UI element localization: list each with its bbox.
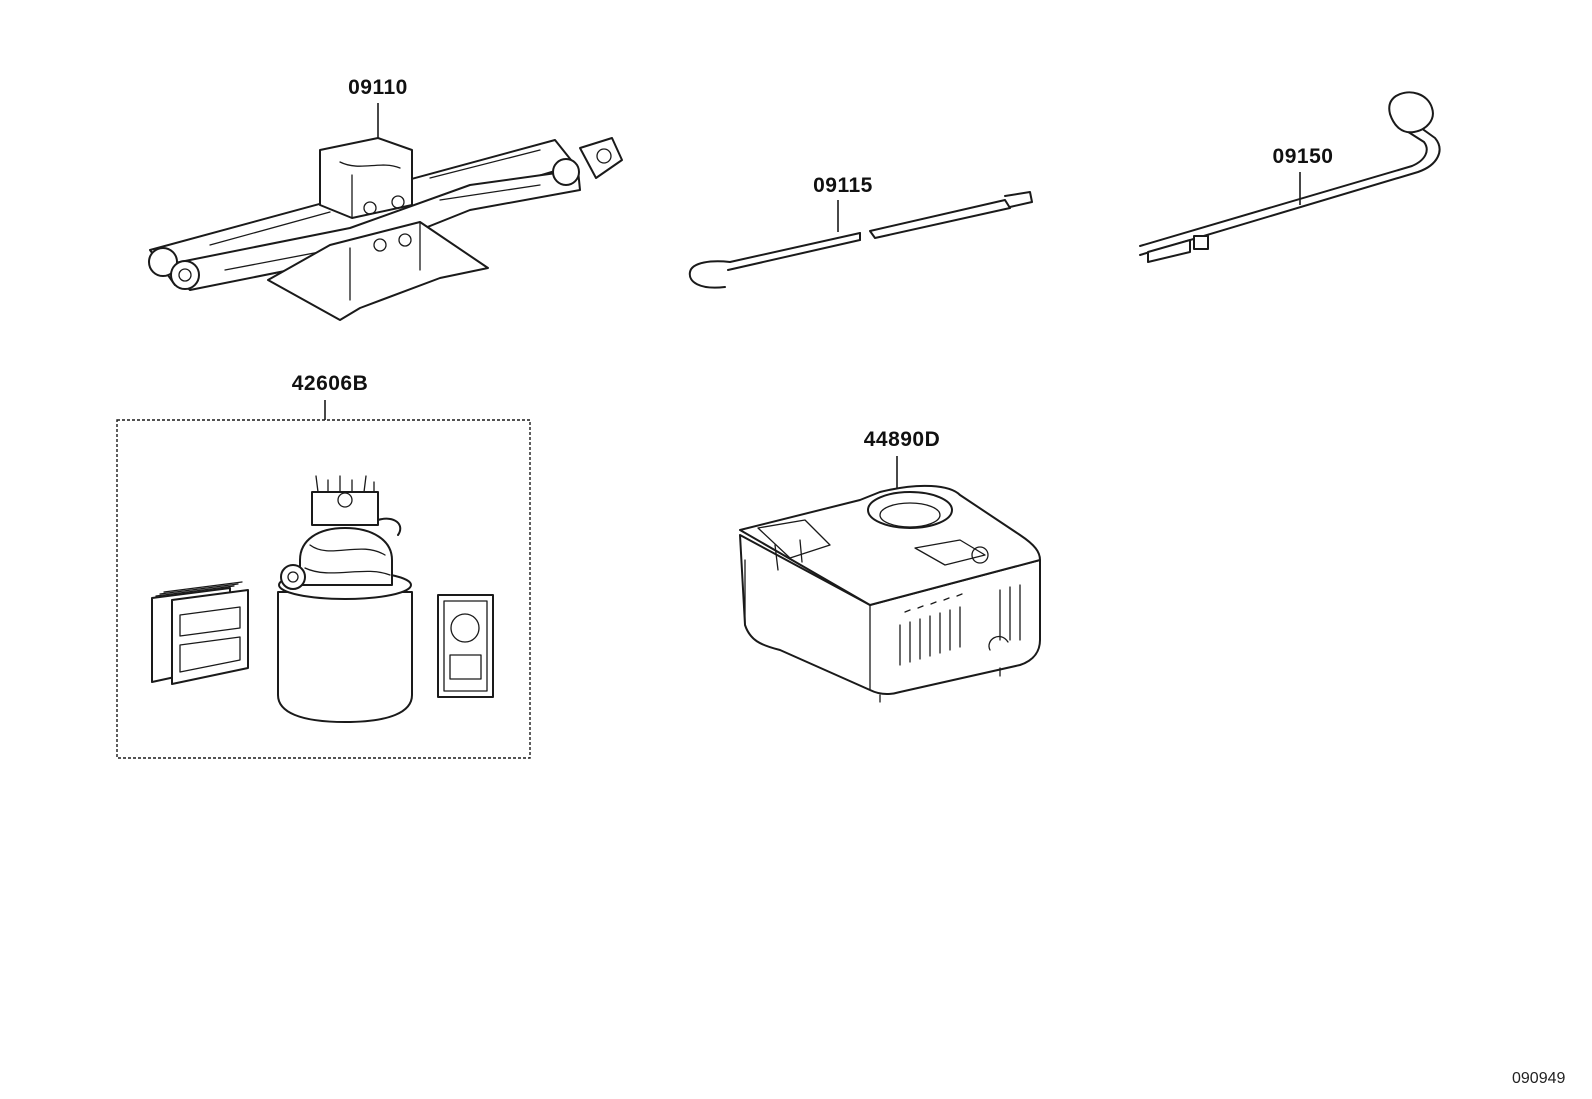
part-label-44890D: 44890D <box>863 428 941 451</box>
part-label-09115: 09115 <box>813 174 873 197</box>
part-label-09150: 09150 <box>1272 145 1334 168</box>
figure-number: 090949 <box>1512 1070 1566 1087</box>
part-label-09110: 09110 <box>348 76 408 99</box>
part-label-42606B: 42606B <box>291 372 369 395</box>
compressor-illustration <box>739 456 1041 703</box>
kit-outline-box <box>116 419 531 759</box>
scissor-jack-illustration <box>148 103 623 321</box>
repair-kit-illustration <box>116 400 531 759</box>
jack-handle-illustration <box>688 191 1033 289</box>
lug-wrench-illustration <box>1139 91 1441 263</box>
